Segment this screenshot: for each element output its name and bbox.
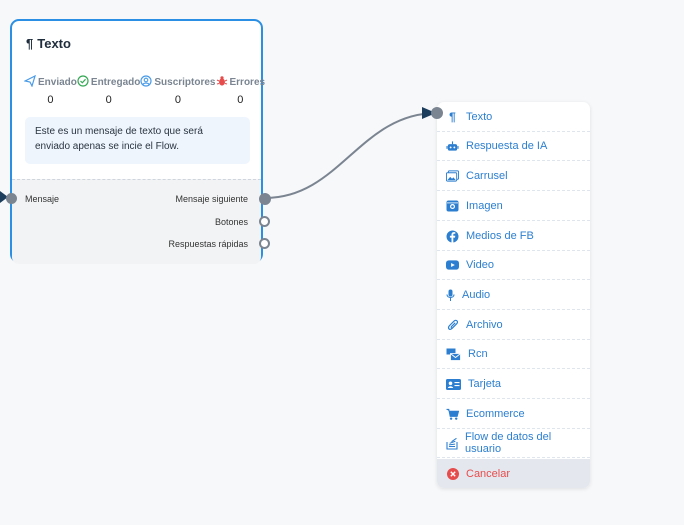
menu-item-tarjeta[interactable]: Tarjeta: [437, 370, 590, 399]
check-circle-icon: [77, 75, 89, 90]
paragraph-icon: ¶: [26, 36, 34, 51]
stack-icon: [446, 437, 458, 450]
input-port-label: Mensaje: [25, 194, 60, 204]
id-card-icon: [446, 378, 461, 391]
input-port[interactable]: [6, 193, 17, 204]
menu-item-video[interactable]: Video: [437, 251, 590, 280]
node-title: ¶ Texto: [26, 36, 71, 51]
stats-row: Enviado 0 Entregado 0 Suscriptores 0: [23, 74, 265, 106]
send-icon: [23, 74, 36, 90]
message-preview[interactable]: Este es un mensaje de texto que será env…: [25, 117, 250, 164]
port-label-quick-replies: Respuestas rápidas: [168, 239, 248, 249]
output-port-quick-replies[interactable]: [259, 238, 270, 249]
menu-connector-port[interactable]: [431, 107, 443, 119]
node-ports: Mensaje Mensaje siguiente Botones Respue…: [6, 179, 271, 264]
menu-item-carrusel[interactable]: Carrusel: [437, 162, 590, 191]
port-label-next: Mensaje siguiente: [175, 194, 248, 204]
output-port-next[interactable]: [259, 193, 271, 205]
close-circle-icon: [446, 468, 459, 481]
microphone-icon: [446, 289, 455, 302]
cart-icon: [446, 408, 459, 421]
stat-errors: Errores 0: [216, 75, 265, 106]
menu-item-imagen[interactable]: Imagen: [437, 192, 590, 221]
image-icon: [446, 200, 459, 213]
facebook-icon: [446, 230, 459, 243]
cancel-button[interactable]: Cancelar: [437, 459, 590, 488]
menu-item-respuesta-ia[interactable]: Respuesta de IA: [437, 132, 590, 161]
menu-item-medios-fb[interactable]: Medios de FB: [437, 222, 590, 251]
menu-item-flow-datos[interactable]: Flow de datos del usuario: [437, 429, 590, 458]
paragraph-icon: ¶: [449, 110, 456, 124]
text-node[interactable]: ¶ Texto Enviado 0 Entregado 0: [6, 19, 271, 264]
stat-delivered: Entregado 0: [77, 75, 140, 106]
stat-sent: Enviado 0: [23, 74, 77, 106]
output-port-buttons[interactable]: [259, 216, 270, 227]
menu-item-archivo[interactable]: Archivo: [437, 311, 590, 340]
user-circle-icon: [140, 75, 152, 90]
images-icon: [446, 170, 459, 183]
menu-item-rcn[interactable]: Rcn: [437, 340, 590, 369]
menu-item-ecommerce[interactable]: Ecommerce: [437, 400, 590, 429]
port-label-buttons: Botones: [214, 217, 248, 227]
mail-bulk-icon: [446, 348, 461, 361]
bug-icon: [216, 75, 228, 90]
paperclip-icon: [446, 319, 459, 332]
youtube-icon: [446, 259, 459, 272]
menu-item-audio[interactable]: Audio: [437, 281, 590, 310]
stat-subscribers: Suscriptores 0: [140, 75, 216, 106]
node-type-menu: ¶ Texto Respuesta de IA Carrusel Imagen …: [437, 102, 590, 488]
menu-item-texto[interactable]: ¶ Texto: [437, 103, 590, 132]
robot-icon: [446, 140, 459, 153]
